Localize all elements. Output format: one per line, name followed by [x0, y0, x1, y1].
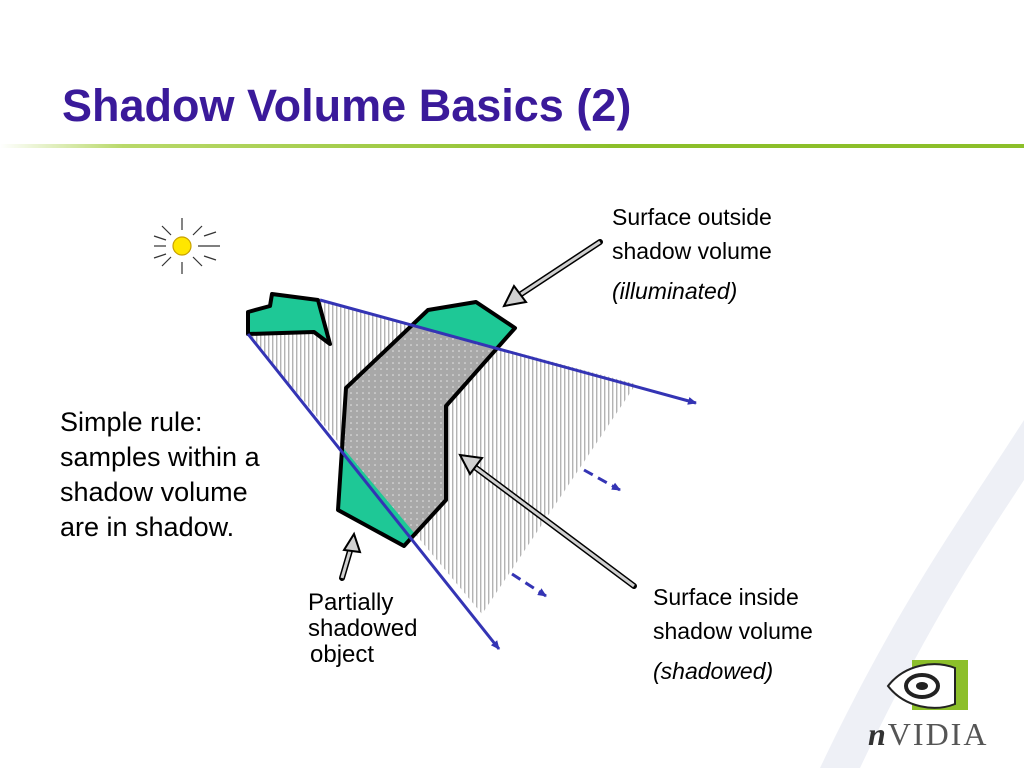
rule-line-2: samples within a: [60, 442, 260, 472]
slide-title: Shadow Volume Basics (2): [62, 80, 632, 131]
rule-line-3: shadow volume: [60, 477, 248, 507]
inside-note: (shadowed): [653, 658, 774, 684]
receiver-outline: [336, 300, 517, 548]
occluder-object: [246, 292, 332, 346]
rule-line-1: Simple rule:: [60, 407, 203, 437]
inside-line-2: shadow volume: [653, 618, 813, 644]
partial-callout-label: Partially shadowed object: [308, 590, 417, 668]
volume-ray-upper: [319, 298, 697, 405]
volume-ray-short-a: [583, 468, 621, 492]
decorative-swoosh: [820, 420, 1024, 768]
partial-callout-arrow: [339, 531, 362, 581]
simple-rule-text: Simple rule: samples within a shadow vol…: [60, 405, 260, 545]
volume-ray-lower: [246, 333, 501, 650]
nvidia-wordmark-n: n: [868, 716, 888, 752]
volume-ray-short-b: [511, 572, 547, 598]
inside-callout-label: Surface inside shadow volume (shadowed): [653, 580, 813, 688]
partial-line-2: shadowed: [308, 615, 418, 642]
outside-line-1: Surface outside: [612, 204, 772, 230]
rule-line-4: are in shadow.: [60, 512, 235, 542]
outside-callout-arrow: [502, 239, 603, 308]
inside-callout-arrow: [458, 453, 637, 589]
outside-callout-label: Surface outside shadow volume (illuminat…: [612, 200, 772, 308]
sun-icon: [153, 218, 220, 274]
partial-line-1: Partially: [308, 589, 394, 616]
inside-line-1: Surface inside: [653, 584, 799, 610]
nvidia-eye-logo-icon: [886, 660, 968, 710]
outside-line-2: shadow volume: [612, 238, 772, 264]
nvidia-wordmark-rest: VIDIA: [887, 716, 989, 752]
partial-line-3: object: [310, 641, 375, 668]
title-underline: [0, 144, 1024, 148]
nvidia-wordmark: nVIDIA: [868, 716, 988, 753]
outside-note: (illuminated): [612, 278, 738, 304]
receiver-shadowed-part: [338, 302, 515, 546]
arrow-icon: [339, 239, 637, 589]
